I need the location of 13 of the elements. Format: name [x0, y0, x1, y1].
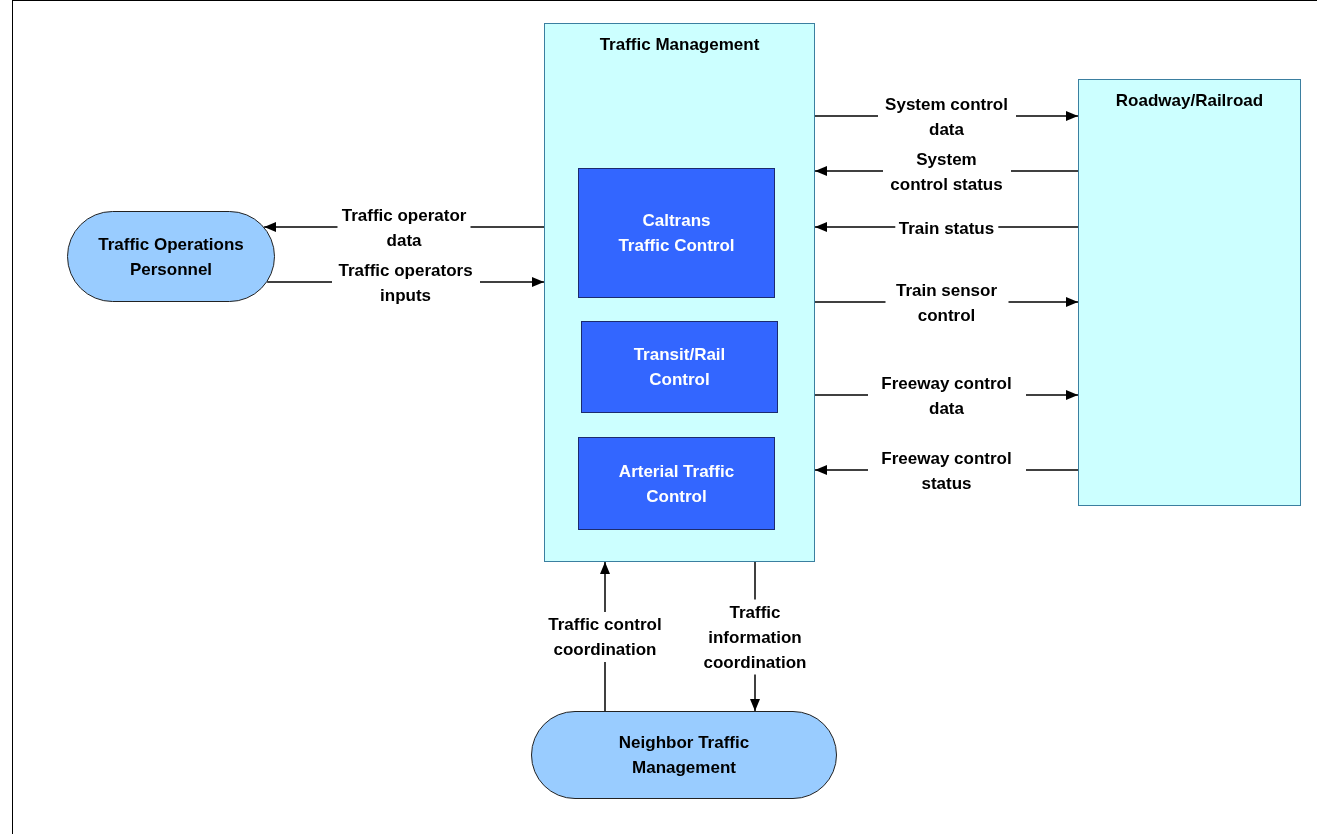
node-label: Neighbor Traffic Management — [617, 732, 751, 779]
node-label: Transit/Rail Control — [632, 344, 727, 391]
terminator-shape — [67, 211, 275, 302]
node-label: Traffic Operations Personnel — [97, 233, 245, 281]
node-label: Roadway/Railroad — [1115, 90, 1264, 112]
node-label: Caltrans Traffic Control — [617, 210, 736, 257]
system-box — [1078, 79, 1301, 506]
node-label: Arterial Traffic Control — [617, 460, 736, 508]
system-box — [544, 23, 815, 562]
subsystem-box — [578, 437, 775, 530]
node-label: Traffic Management — [599, 34, 760, 56]
subsystem-box — [581, 321, 778, 413]
subsystem-box — [578, 168, 775, 298]
